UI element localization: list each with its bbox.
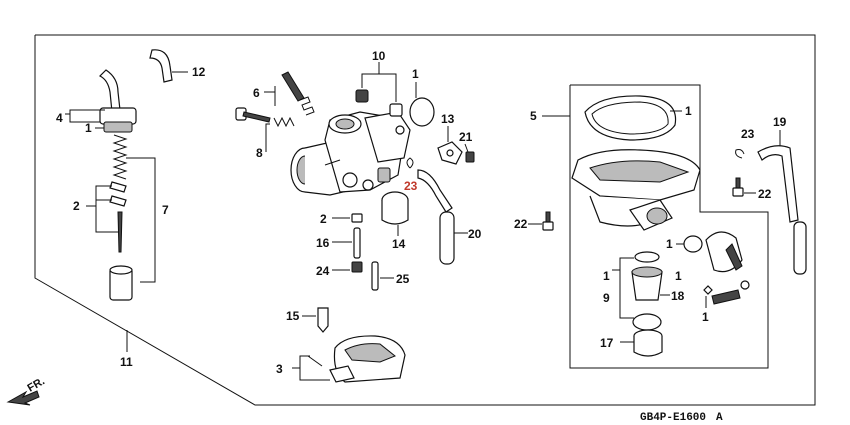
clip-23-center [406, 157, 414, 169]
callout-23-center: 23 [404, 179, 418, 193]
callout-5: 5 [530, 109, 537, 123]
cap-14 [381, 191, 409, 236]
callout-1-washer: 1 [702, 310, 709, 324]
callout-18: 18 [671, 289, 685, 303]
callout-11: 11 [120, 355, 133, 369]
callout-24: 24 [316, 264, 330, 278]
front-direction-arrow [6, 390, 40, 406]
carburetor-body [290, 111, 411, 196]
callout-1-center: 1 [412, 67, 419, 81]
screws-22 [542, 177, 744, 231]
throttle-stop-screw-6 [264, 71, 315, 116]
callout-19: 19 [773, 115, 787, 129]
callout-25: 25 [396, 272, 410, 286]
filter-group-9-18 [612, 251, 663, 331]
diagram-code: GB4P-E1600 [640, 412, 706, 424]
drain-tube-20 [417, 169, 468, 265]
callout-4: 4 [56, 111, 63, 125]
callout-1-filter-right: 1 [675, 269, 682, 283]
callout-13: 13 [441, 112, 455, 126]
cap-gasket-group-10 [355, 62, 435, 127]
callout-8: 8 [256, 146, 263, 160]
callout-9: 9 [603, 291, 610, 305]
callout-6: 6 [253, 86, 260, 100]
fuel-tube-12 [149, 49, 188, 83]
callout-7: 7 [162, 203, 169, 217]
callout-21: 21 [459, 130, 473, 144]
jet-needle-25 [371, 261, 394, 291]
assembly-boundary [34, 34, 816, 406]
starter-valve-group [98, 69, 156, 301]
float-chamber-frame [569, 84, 769, 369]
jet-group-2-16-24 [332, 213, 363, 273]
callout-1: 1 [85, 121, 92, 135]
callout-12: 12 [192, 65, 206, 79]
callout-20: 20 [468, 227, 482, 241]
callout-1-gasket: 1 [685, 104, 692, 118]
throttle-lever-13 [437, 126, 475, 165]
callout-23-right: 23 [741, 127, 755, 141]
callout-2-center: 2 [320, 212, 327, 226]
clip-23-right [735, 149, 745, 159]
float-valve-15 [302, 307, 329, 333]
drain-plug-17 [620, 329, 663, 357]
float-3 [292, 335, 406, 383]
fuel-tube-19 [757, 145, 807, 275]
callout-14: 14 [392, 237, 406, 251]
fuel-cock-parts [683, 231, 750, 305]
callout-1-filter-top: 1 [603, 269, 610, 283]
pilot-screw-8 [235, 107, 295, 152]
direction-label: FR. [26, 375, 47, 394]
callout-16: 16 [316, 236, 330, 250]
callout-1-oring: 1 [666, 237, 673, 251]
callout-22-right: 22 [758, 187, 772, 201]
callout-22-left: 22 [514, 217, 528, 231]
callout-17: 17 [600, 336, 614, 350]
callout-15: 15 [286, 309, 300, 323]
callout-3: 3 [276, 362, 283, 376]
diagram-code-suffix: A [716, 412, 723, 424]
float-chamber-assembly [571, 95, 701, 231]
callout-10: 10 [372, 49, 386, 63]
callout-2-left: 2 [73, 199, 80, 213]
